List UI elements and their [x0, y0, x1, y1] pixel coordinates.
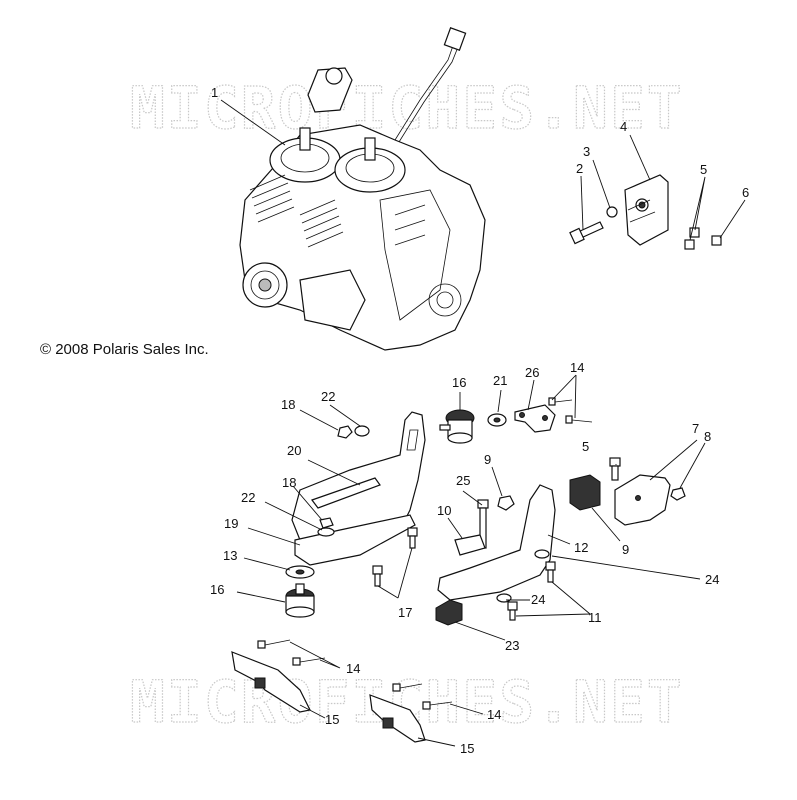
callout-16a: 16 [452, 375, 466, 390]
mount-hardware-top[interactable] [439, 397, 593, 444]
callout-5b: 5 [582, 439, 589, 454]
callout-12: 12 [574, 540, 588, 555]
callout-11: 11 [588, 610, 602, 625]
callout-14b: 14 [346, 661, 360, 676]
lower-shields[interactable] [231, 639, 453, 743]
callout-15a: 15 [325, 712, 339, 727]
rear-mount-bracket[interactable] [435, 484, 556, 626]
front-mount-bracket[interactable] [285, 411, 426, 618]
callout-8: 8 [704, 429, 711, 444]
callout-6: 6 [742, 185, 749, 200]
copyright-text: © 2008 Polaris Sales Inc. [40, 341, 209, 358]
callout-20: 20 [287, 443, 301, 458]
callout-9a: 9 [484, 452, 491, 467]
callout-24a: 24 [705, 572, 719, 587]
torque-stop-group[interactable] [569, 174, 722, 250]
callout-18a: 18 [281, 397, 295, 412]
callout-14a: 14 [570, 360, 584, 375]
callout-10: 10 [437, 503, 451, 518]
callout-labels: 1 2 3 4 5 6 14 16 21 26 22 18 20 18 22 1… [210, 85, 749, 756]
callout-leaders [220, 99, 746, 747]
callout-9b: 9 [622, 542, 629, 557]
callout-1: 1 [211, 85, 218, 100]
callout-22b: 22 [241, 490, 255, 505]
callout-26: 26 [525, 365, 539, 380]
callout-13: 13 [223, 548, 237, 563]
callout-25: 25 [456, 473, 470, 488]
callout-24b: 24 [531, 592, 545, 607]
callout-17: 17 [398, 605, 412, 620]
side-mount-group[interactable] [569, 457, 686, 526]
callout-5a: 5 [700, 162, 707, 177]
callout-15b: 15 [460, 741, 474, 756]
engine-assembly[interactable] [239, 27, 486, 351]
callout-23: 23 [505, 638, 519, 653]
callout-21: 21 [493, 373, 507, 388]
callout-2: 2 [576, 161, 583, 176]
callout-7: 7 [692, 421, 699, 436]
callout-19: 19 [224, 516, 238, 531]
callout-14c: 14 [487, 707, 501, 722]
callout-3: 3 [583, 144, 590, 159]
callout-22a: 22 [321, 389, 335, 404]
callout-18b: 18 [282, 475, 296, 490]
callout-16b: 16 [210, 582, 224, 597]
callout-4: 4 [620, 119, 627, 134]
